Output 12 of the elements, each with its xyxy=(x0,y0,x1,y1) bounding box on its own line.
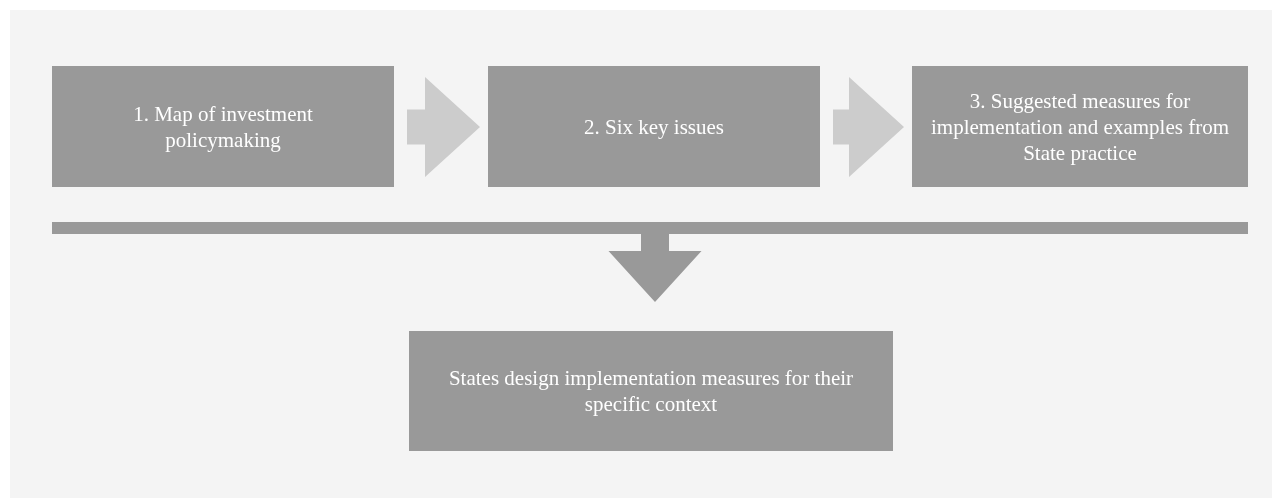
box-text: 2. Six key issues xyxy=(584,113,724,140)
box-text: States design implementation measures for their specific context xyxy=(447,365,855,417)
horizontal-bar xyxy=(52,222,1248,234)
block-arrow xyxy=(833,77,904,177)
block-arrow xyxy=(608,234,702,302)
process-box xyxy=(488,66,820,187)
box-text: 1. Map of investment policymaking xyxy=(132,100,314,153)
box-text: 3. Suggested measures for implementation and examples from State practice xyxy=(930,87,1230,166)
block-arrow xyxy=(407,77,480,177)
process-box xyxy=(912,66,1248,187)
process-box xyxy=(409,331,893,451)
process-box xyxy=(52,66,394,187)
